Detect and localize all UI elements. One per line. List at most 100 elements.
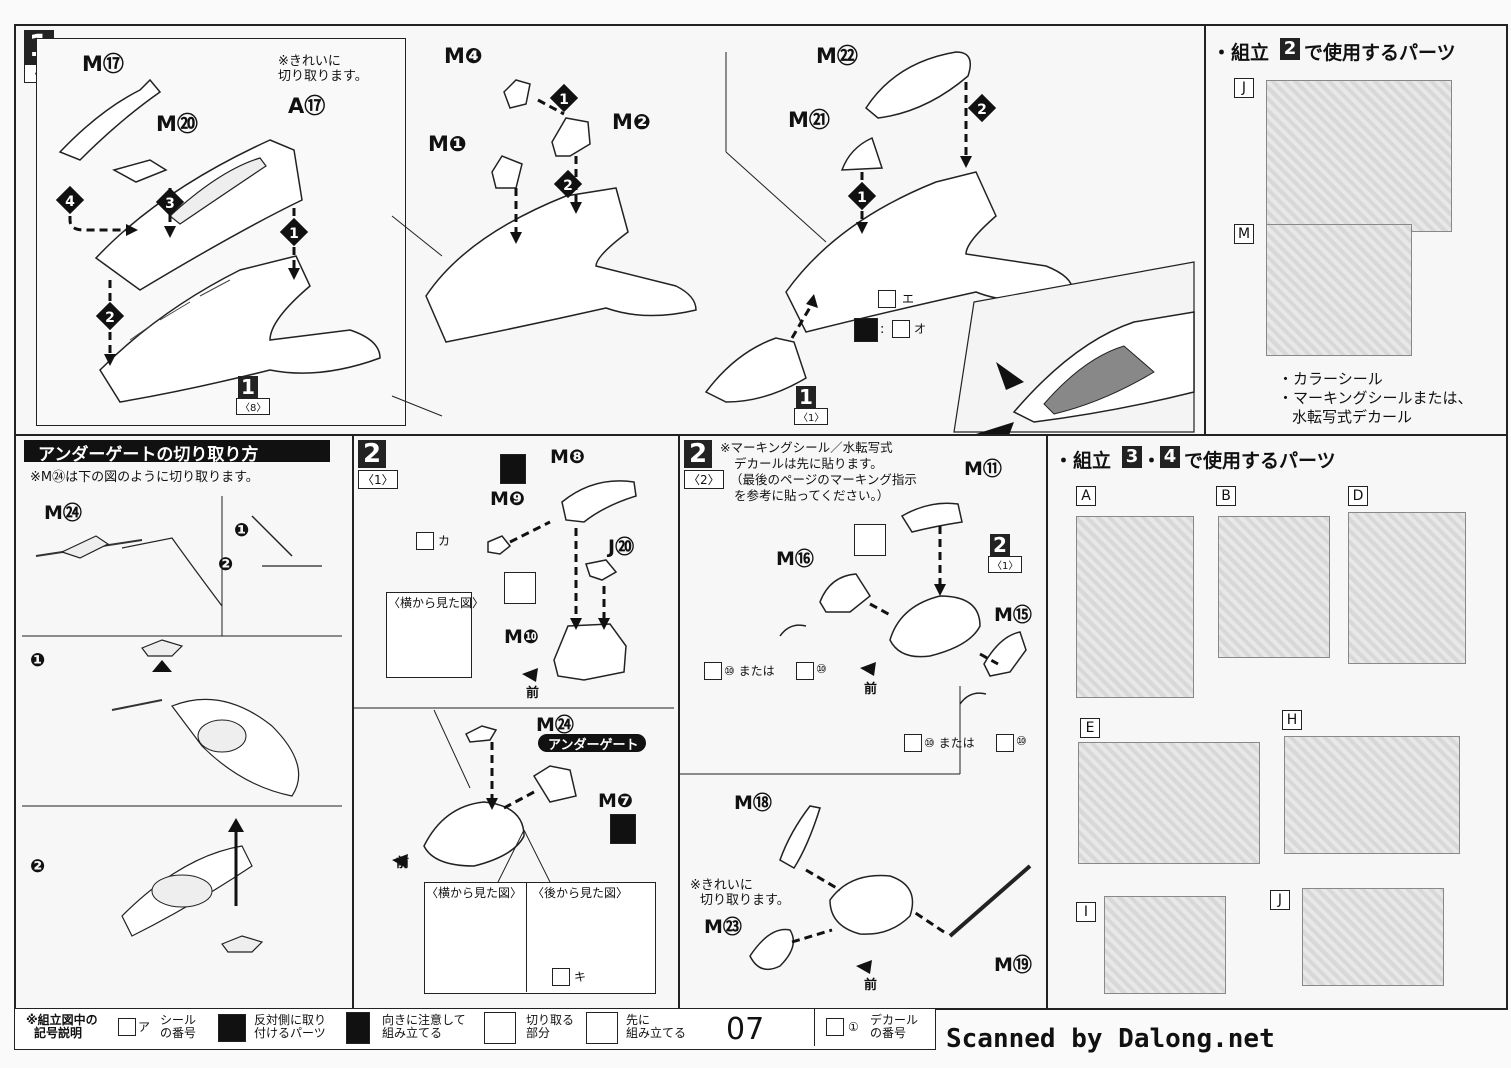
legend-sticker-sym: ア: [138, 1020, 151, 1034]
runner-a: [1076, 516, 1194, 698]
caution-icon: [500, 454, 526, 484]
label-m22: M㉒: [816, 44, 858, 68]
svg-text:1: 1: [289, 226, 299, 242]
label-m17: M⑰: [82, 52, 124, 76]
sticker-ka-label: カ: [438, 534, 451, 548]
legend-sticker-text: シールの番号: [160, 1013, 197, 1040]
label-m7: M❼: [598, 790, 633, 812]
side-view-box: [386, 592, 472, 678]
sticker-icon-ki: [552, 968, 570, 986]
runner-j-label: J: [1270, 890, 1290, 910]
legend-decal-sym: ①: [848, 1020, 859, 1034]
colon-label: :: [880, 322, 885, 337]
runner-d-label: D: [1348, 486, 1368, 506]
legend-assemble-first-text: 先に組み立てる: [626, 1013, 687, 1040]
cut-legend-icon: [484, 1012, 516, 1044]
svg-text:2: 2: [977, 102, 987, 118]
side-view-label: 〈横から見た図〉: [426, 886, 523, 900]
legend-flip-text: 反対側に取り付けるパーツ: [254, 1013, 327, 1040]
step2b-diagram: [680, 502, 1032, 974]
label-m16: M⑯: [776, 548, 814, 570]
step-number: 2: [684, 440, 712, 468]
sticker-icon: [704, 662, 722, 680]
parts-title-num: 2: [1280, 38, 1300, 60]
parts-title-tail: で使用するパーツ: [1304, 42, 1456, 64]
undergate-note: ※M㉔は下の図のように切り取ります。: [30, 470, 259, 485]
ref-step-number: 2: [990, 534, 1010, 556]
parts-title-tail: で使用するパーツ: [1184, 450, 1336, 472]
svg-text:3: 3: [165, 196, 175, 212]
marking-note: ※マーキングシール／水転写式 デカールは先に貼ります。 （最後のページのマーキン…: [720, 440, 917, 503]
label-j20: J⑳: [608, 536, 635, 558]
parts-title-dot: ・: [1142, 450, 1162, 472]
decal-icon: [996, 734, 1014, 752]
front-label: 前: [864, 978, 878, 993]
caution-legend-icon: [346, 1012, 370, 1044]
runner-j: [1302, 888, 1444, 986]
flip-part-legend-icon: [218, 1014, 246, 1042]
step1-diagram-b: 1 2: [425, 79, 697, 343]
step1-diagram-c: 2 1: [704, 51, 1074, 403]
legend-caution-text: 向きに注意して組み立てる: [382, 1013, 466, 1040]
sticker-icon-ka: [416, 532, 434, 550]
undergate-step-1b: ❶: [30, 650, 46, 671]
parts-step34-panel: ・組立 3 ・ 4 で使用するパーツ A B D E H I J: [1046, 434, 1508, 1010]
parts-notes: ・カラーシール ・マーキングシールまたは、 水転写式デカール: [1278, 370, 1473, 426]
front-label: 前: [526, 686, 540, 701]
runner-e-label: E: [1080, 718, 1100, 738]
sticker-legend-icon: [118, 1018, 136, 1036]
undergate-step-2b: ❷: [30, 856, 46, 877]
svg-text:2: 2: [105, 310, 115, 326]
parts-title-prefix: ・組立: [1054, 450, 1112, 472]
ref-step-sub: 〈1〉: [794, 408, 829, 425]
label-m11: M⑪: [964, 458, 1002, 480]
label-m24: M㉔: [44, 502, 82, 524]
parts-title-prefix: ・組立: [1212, 42, 1270, 64]
label-m2: M❷: [612, 110, 651, 134]
front-label: 前: [396, 856, 410, 871]
sticker-e-label: エ: [902, 292, 915, 306]
undergate-step-1: ❶: [234, 520, 250, 541]
label-m10: M❿: [504, 626, 539, 648]
assemble-first-legend-icon: [586, 1012, 618, 1044]
or-label-2: ⑩ または: [924, 736, 975, 750]
label-m21: M㉑: [788, 108, 830, 132]
label-m9: M❾: [490, 488, 525, 510]
undergate-title-bar: [24, 440, 330, 462]
label-m18: M⑱: [734, 792, 772, 814]
ref-step-number: 1: [238, 376, 258, 398]
legend-cut-text: 切り取る部分: [526, 1013, 575, 1040]
label-m19: M⑲: [994, 954, 1032, 976]
runner-i: [1104, 896, 1226, 994]
front-label: 前: [864, 682, 878, 697]
ref-step-number: 1: [796, 386, 816, 408]
or-label-2b: ⑩: [1016, 734, 1027, 748]
svg-text:4: 4: [65, 194, 75, 210]
runner-m-label: M: [1234, 224, 1254, 244]
ref-step-sub: 〈8〉: [236, 398, 271, 415]
step2a-panel: 2 〈1〉 M❽ M❾ J⑳ M❿ カ 〈横から見た図〉: [352, 434, 680, 1010]
views-divider: [526, 882, 527, 992]
runner-h-label: H: [1282, 710, 1302, 730]
undergate-title: アンダーゲートの切り取り方: [38, 445, 259, 465]
step2b-panel: 2 〈2〉 ※マーキングシール／水転写式 デカールは先に貼ります。 （最後のペー…: [678, 434, 1048, 1010]
sticker-icon-o: [892, 320, 910, 338]
runner-b-label: B: [1216, 486, 1236, 506]
runner-j-label: J: [1234, 78, 1254, 98]
decal-icon: [796, 662, 814, 680]
decal-legend-icon: [826, 1018, 844, 1036]
legend-bar: [14, 1008, 936, 1050]
step-number: 2: [358, 440, 386, 468]
label-m23: M㉓: [704, 916, 742, 938]
decal-legend-box: [814, 1008, 933, 1046]
runner-m: [1266, 224, 1412, 356]
legend-title: ※組立図中の記号説明: [26, 1013, 98, 1040]
scan-credit: Scanned by Dalong.net: [946, 1024, 1275, 1054]
legend-decal-text: デカールの番号: [870, 1013, 919, 1040]
runner-d: [1348, 512, 1466, 664]
label-m1: M❶: [428, 132, 467, 156]
undergate-badge-label: アンダーゲート: [548, 738, 639, 753]
svg-text:2: 2: [563, 178, 573, 194]
